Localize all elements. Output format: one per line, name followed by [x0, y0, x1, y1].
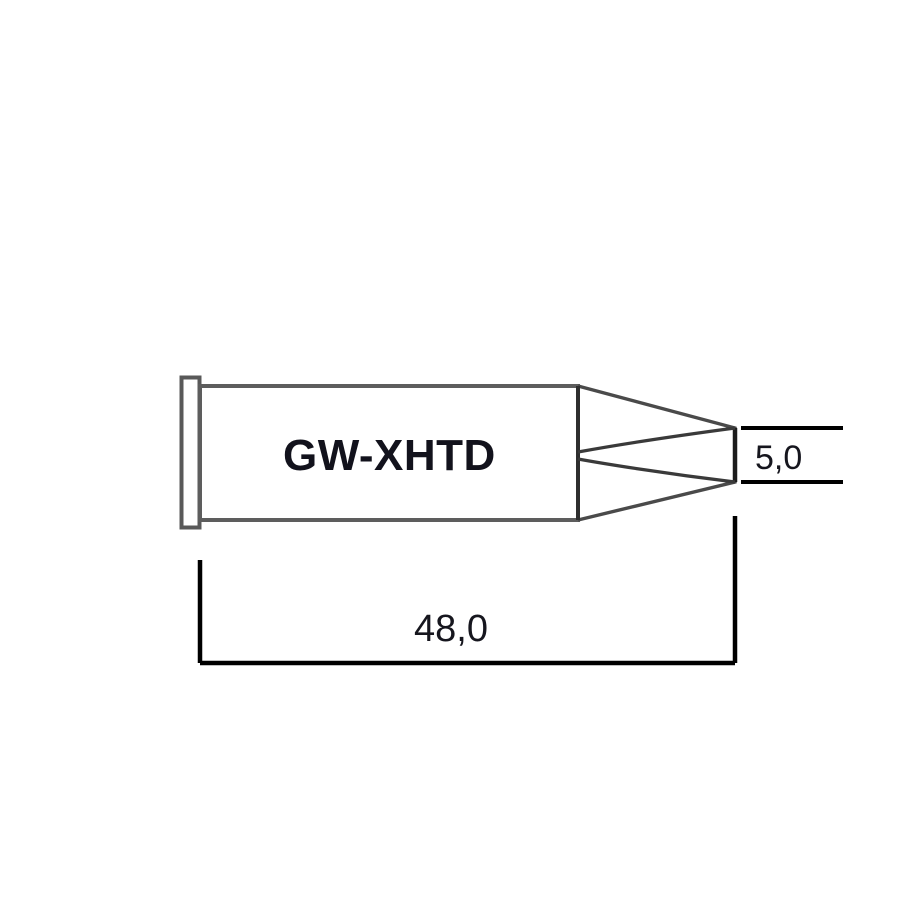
- flange-rect: [179, 375, 202, 530]
- part-label: GW-XHTD: [283, 431, 496, 480]
- chisel-bevel-upper-line: [577, 426, 736, 454]
- tip-width-dimension-group: 5,0: [741, 426, 843, 484]
- chisel-bevel-lower-line: [577, 457, 736, 484]
- overall-length-dimension-group: 48,0: [197, 516, 738, 666]
- overall-length-dimension-text: 48,0: [414, 608, 488, 650]
- tip-outline-group: [179, 375, 738, 530]
- tip-width-dimension-text: 5,0: [755, 439, 802, 477]
